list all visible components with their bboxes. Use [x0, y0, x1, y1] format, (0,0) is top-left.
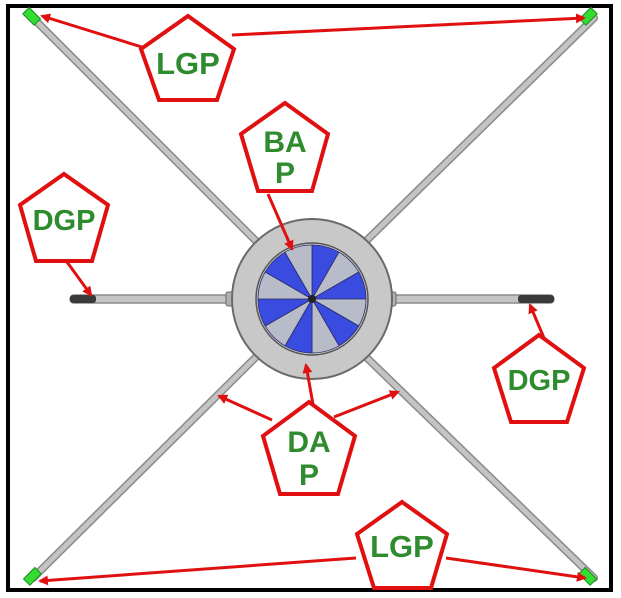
badge-lgp-top: LGP	[138, 13, 237, 102]
tip-top-left	[22, 6, 42, 26]
label-bap-line2: P	[275, 157, 295, 190]
badge-dgp-left: DGP	[17, 171, 111, 263]
arrow-lgp-bottom-left	[38, 556, 357, 586]
arrow-bap	[266, 193, 294, 251]
arrow-dgp-left	[65, 261, 93, 297]
label-bap-line1: BA	[263, 126, 306, 159]
arrow-dgp-right	[528, 303, 546, 339]
arrow-lgp-top-left	[40, 13, 146, 50]
label-dgp-right: DGP	[508, 365, 571, 397]
label-dgp-left: DGP	[33, 205, 96, 237]
badge-bap: BA P	[238, 100, 331, 193]
label-lgp-bottom: LGP	[370, 529, 434, 564]
label-badges: LGP BA P DGP DGP DA P LGP	[17, 13, 587, 590]
label-dap-line1: DA	[287, 426, 330, 459]
hub-center-pin	[308, 295, 316, 303]
label-dap-line2: P	[299, 459, 319, 492]
badge-lgp-bottom: LGP	[354, 499, 450, 590]
badge-dgp-right: DGP	[491, 332, 587, 424]
diagonal-arms	[29, 14, 598, 582]
label-lgp-top: LGP	[156, 46, 220, 81]
tip-bottom-left	[22, 566, 42, 586]
arrow-dap-right	[333, 390, 400, 419]
arrow-lgp-bottom-right	[445, 556, 587, 582]
arrow-lgp-top-right	[231, 13, 586, 37]
horizontal-rods	[69, 291, 555, 307]
hub-blade	[284, 244, 313, 301]
central-hub	[231, 218, 393, 380]
badge-dap: DA P	[260, 399, 358, 496]
callout-arrows	[38, 13, 587, 586]
rod-left-dark-segment	[70, 295, 96, 303]
arrow-dap-left	[217, 394, 273, 422]
hub-blades	[257, 244, 367, 354]
rod-right-dark-segment	[518, 295, 554, 303]
